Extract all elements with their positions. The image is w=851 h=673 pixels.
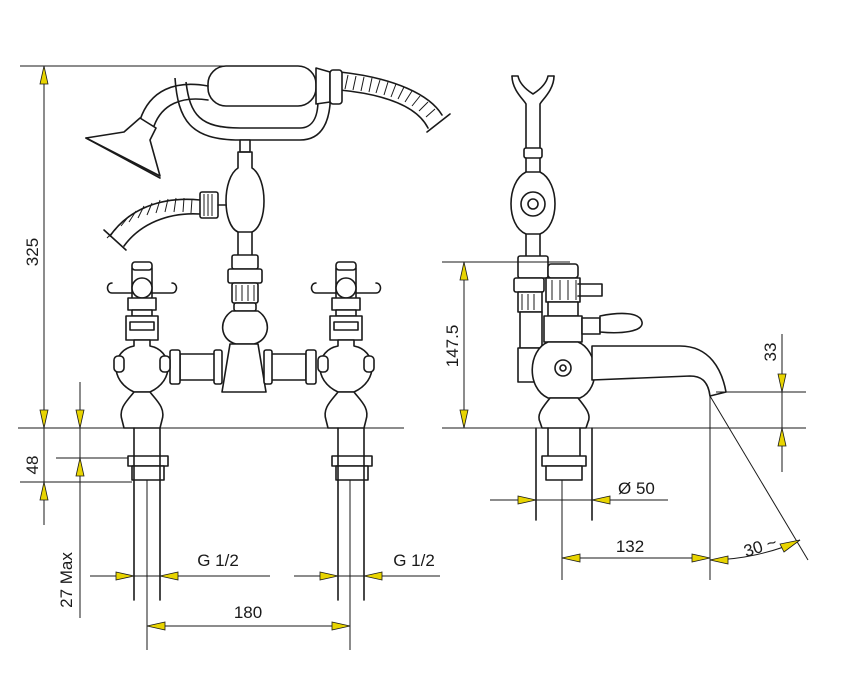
handset (85, 65, 343, 179)
dim-spout-reach: 132 (616, 537, 644, 556)
side-view (442, 75, 809, 580)
dim-overall-height: 325 (23, 238, 42, 266)
dim-base-diameter: Ø 50 (618, 479, 655, 498)
dim-valve-height: 147.5 (443, 325, 462, 368)
dim-max-thickness: 27 Max (57, 552, 76, 608)
deck-lines (18, 65, 404, 483)
dim-deck-thickness: 48 (23, 456, 42, 475)
handset-hose (339, 71, 451, 133)
lower-hose (103, 191, 227, 251)
dim-thread-left: G 1/2 (197, 551, 239, 570)
front-dimensions (39, 65, 440, 631)
centre-column (221, 139, 269, 393)
valve-right (310, 261, 382, 650)
dim-spout-height: 33 (761, 343, 780, 362)
dim-spout-angle: 30 ~ (741, 533, 779, 561)
front-view: 325 48 27 Max G 1/2 G 1/2 180 (18, 65, 451, 650)
valve-left (106, 261, 178, 650)
dim-thread-right: G 1/2 (393, 551, 435, 570)
dim-centres: 180 (234, 603, 262, 622)
